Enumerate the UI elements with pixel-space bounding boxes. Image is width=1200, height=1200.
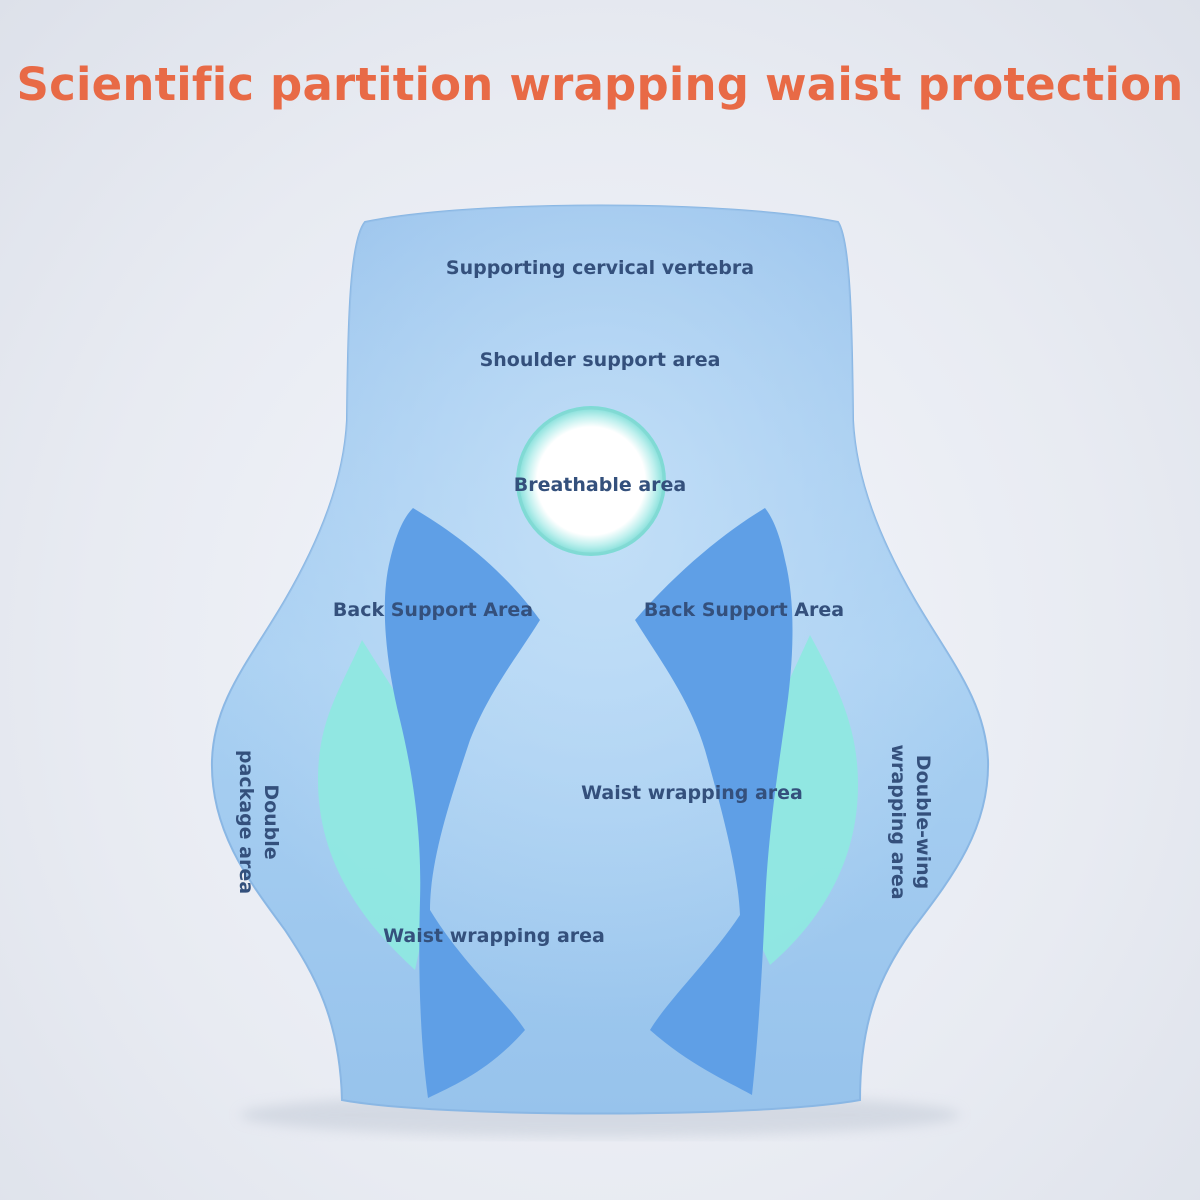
- breathable-hole-rim: [516, 406, 666, 556]
- page-title: Scientific partition wrapping waist prot…: [16, 58, 1184, 111]
- label-double-wing-wrapping-area: Double-wing wrapping area: [885, 744, 935, 899]
- label-double-package-line1: Double: [260, 784, 282, 860]
- left-back-support-zone: [384, 508, 540, 1098]
- label-shoulder-support-area: Shoulder support area: [479, 349, 721, 371]
- label-back-support-area-right: Back Support Area: [643, 599, 845, 621]
- cushion-highlight: [211, 205, 989, 1114]
- label-back-support-area-left: Back Support Area: [332, 599, 534, 621]
- label-double-wing-line2: wrapping area: [887, 744, 909, 900]
- label-waist-wrapping-area-lower: Waist wrapping area: [383, 925, 605, 947]
- breathable-hole: [516, 406, 666, 556]
- label-supporting-cervical-vertebra: Supporting cervical vertebra: [445, 257, 755, 279]
- label-double-package-area: Double package area: [233, 750, 283, 894]
- label-breathable-area: Breathable area: [513, 474, 687, 496]
- label-double-wing-line1: Double-wing: [912, 754, 934, 890]
- label-double-package-line2: package area: [235, 749, 257, 895]
- label-waist-wrapping-area-center: Waist wrapping area: [581, 782, 803, 804]
- right-wrap-zone: [740, 635, 858, 965]
- right-back-support-zone: [635, 508, 793, 1095]
